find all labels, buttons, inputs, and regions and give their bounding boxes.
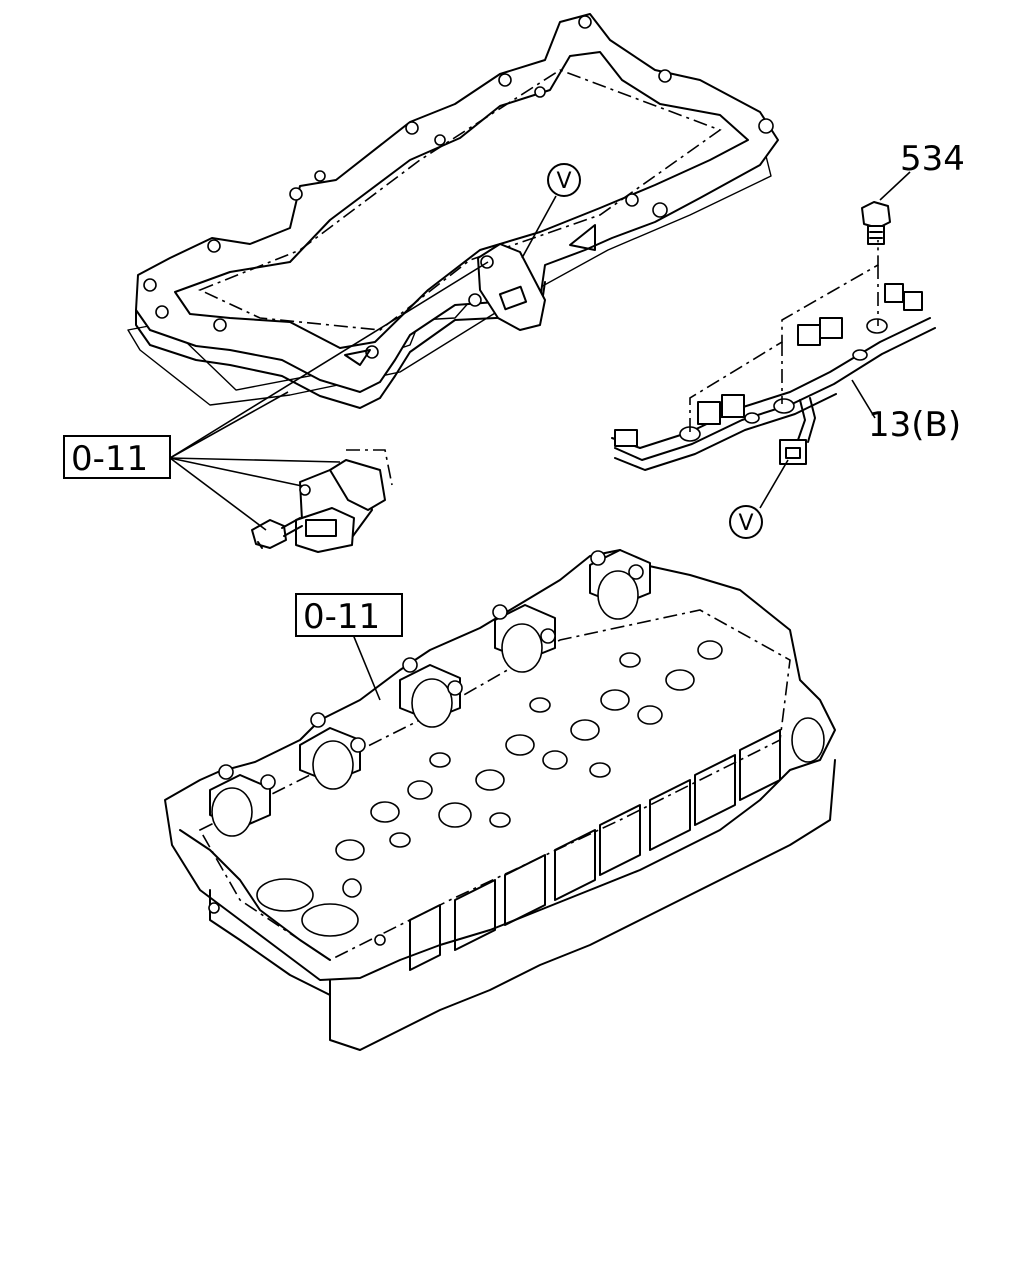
- sensor-body: [329, 459, 386, 511]
- view-label-harness: V: [738, 511, 753, 536]
- head-side-ports: [409, 729, 781, 971]
- cam-carrier-frame: [127, 13, 779, 409]
- frame-edge: [135, 281, 546, 409]
- frame-bolt-holes: [143, 15, 774, 359]
- head-front-ports: [208, 878, 386, 946]
- part-number-13b: 13(B): [868, 405, 961, 445]
- harness-connectors: [614, 283, 923, 465]
- view-marker-harness: V: [729, 505, 763, 539]
- callout-leaders: [169, 195, 789, 701]
- head-valve-bores: [335, 640, 723, 861]
- cylinder-head: [164, 549, 836, 1051]
- head-journals: [211, 570, 639, 837]
- label-534: 534: [900, 139, 965, 179]
- ref-label-head: 0-11: [303, 597, 380, 637]
- head-cap-nuts: [218, 550, 644, 790]
- view-marker-top: V: [547, 163, 581, 197]
- bolt-534: [861, 171, 911, 245]
- wire-harness: [611, 240, 936, 471]
- frame-inner: [174, 51, 749, 349]
- part-number-534: 534: [900, 139, 965, 179]
- ref-label-top: 0-11: [71, 439, 148, 479]
- ref-box-head: 0-11: [295, 593, 403, 637]
- head-top-outline: [164, 549, 836, 981]
- sensor-assembly: [251, 449, 393, 553]
- head-end-boss: [791, 717, 825, 763]
- view-label-top: V: [556, 169, 571, 194]
- label-13b: 13(B): [868, 405, 961, 445]
- sensor-bolt: [251, 517, 303, 549]
- ref-box-top: 0-11: [63, 435, 171, 479]
- harness-clamps: [679, 318, 888, 442]
- frame-centerline: [197, 69, 722, 331]
- frame-bracket: [477, 243, 546, 331]
- head-side-face: [329, 759, 836, 1051]
- frame-outer: [135, 13, 779, 393]
